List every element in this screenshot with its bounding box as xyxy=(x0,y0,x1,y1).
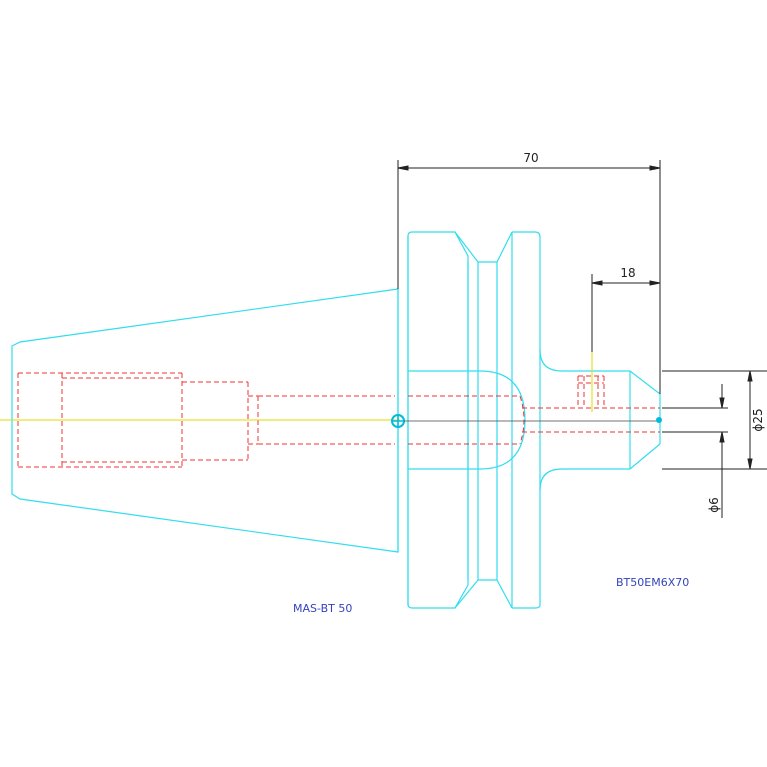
part-number-label: BT50EM6X70 xyxy=(616,576,689,589)
dimension-overall-length: 70 xyxy=(523,151,538,165)
flange-left-block xyxy=(407,231,469,609)
holder-outline xyxy=(11,231,661,609)
taper-standard-label: MAS-BT 50 xyxy=(293,602,352,615)
flange-right-block xyxy=(512,231,541,609)
shank-upper xyxy=(539,349,661,395)
center-marker xyxy=(391,414,405,428)
dimension-outer-diameter: ϕ25 xyxy=(751,408,765,431)
dimension-bore-diameter: ϕ6 xyxy=(707,497,721,513)
v-groove xyxy=(454,231,513,263)
shank-lower xyxy=(539,443,661,491)
dimension-lines xyxy=(397,160,767,518)
dimension-shank-length: 18 xyxy=(620,266,635,280)
centerline xyxy=(0,352,593,421)
inner-pocket xyxy=(408,370,526,470)
